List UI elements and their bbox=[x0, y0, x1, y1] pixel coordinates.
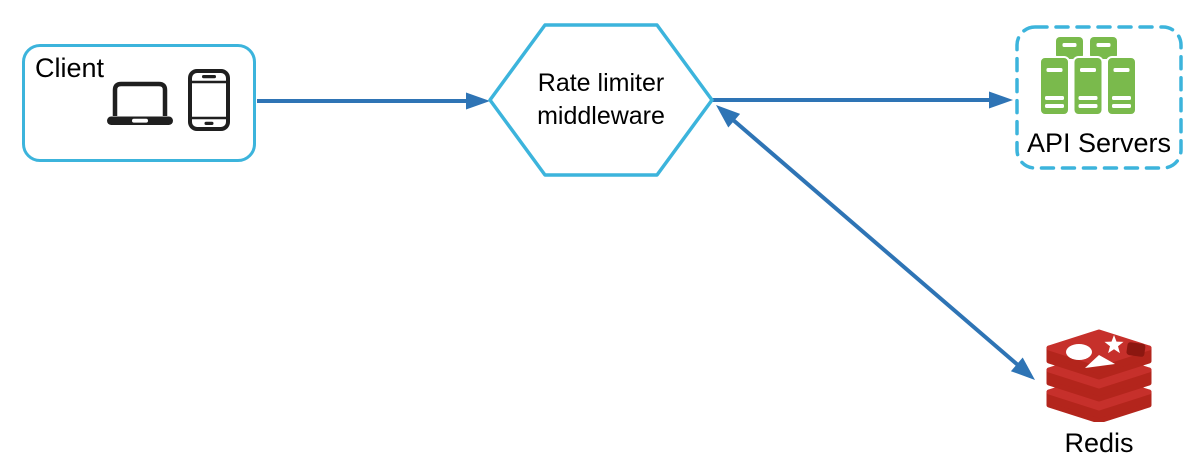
node-rate-limiter: Rate limiter middleware bbox=[486, 21, 716, 179]
node-redis: Redis bbox=[1038, 322, 1160, 472]
rate-limiter-label-line1: Rate limiter bbox=[537, 69, 665, 97]
redis-stack-icon bbox=[1046, 329, 1152, 422]
rate-limiter-label: Rate limiter middleware bbox=[486, 21, 716, 179]
laptop-icon bbox=[107, 81, 173, 125]
arrow-client-to-rate-limiter bbox=[257, 92, 490, 110]
server-cluster-icon bbox=[1040, 37, 1136, 115]
api-servers-label: API Servers bbox=[1026, 128, 1172, 158]
arrow-rate-limiter-to-api-servers bbox=[712, 91, 1013, 109]
hexagon-shape bbox=[488, 23, 714, 177]
rate-limiter-label-line2: middleware bbox=[537, 102, 665, 130]
redis-label: Redis bbox=[1064, 428, 1134, 458]
node-client: Client bbox=[22, 44, 256, 162]
smartphone-icon bbox=[188, 69, 230, 131]
dashed-border bbox=[1015, 25, 1183, 170]
arrow-rate-limiter-redis-bidirectional bbox=[716, 105, 1035, 380]
client-label: Client bbox=[35, 53, 105, 83]
node-api-servers: API Servers bbox=[1015, 25, 1183, 170]
